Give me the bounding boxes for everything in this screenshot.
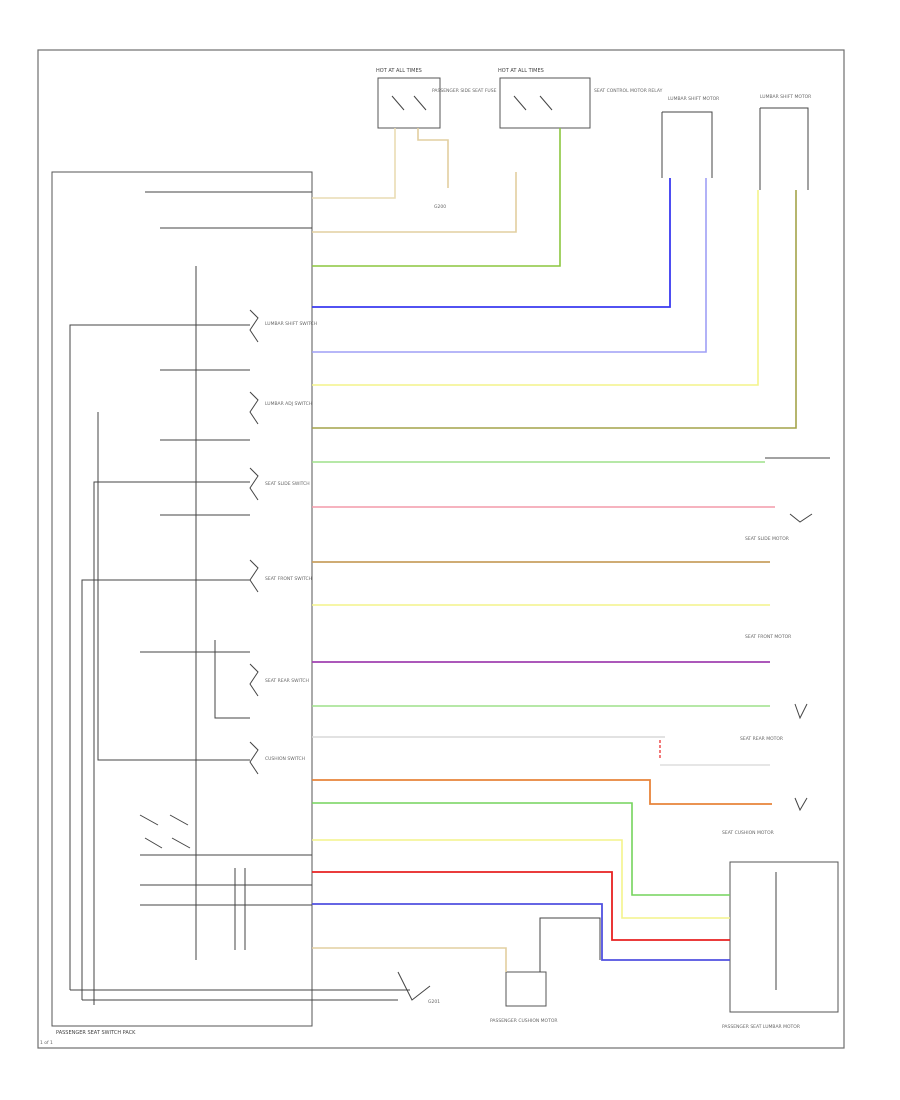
wire-cream-1 xyxy=(312,128,396,199)
top-fuse-2-label: HOT AT ALL TIMES xyxy=(498,68,544,74)
module-bus-2 xyxy=(81,579,250,1000)
switch-4-symbol xyxy=(249,559,259,593)
lumbar-motor-2-box xyxy=(759,107,809,190)
motor-1-label: LUMBAR SHIFT MOTOR xyxy=(668,96,719,102)
wire-red-1 xyxy=(312,871,730,941)
switch-4-label: SEAT FRONT SWITCH xyxy=(265,576,312,582)
switch-5-symbol xyxy=(249,663,259,697)
wire-navy-1 xyxy=(312,903,730,961)
right-1-label: SEAT SLIDE MOTOR xyxy=(745,536,789,542)
page-mark: 1 of 1 xyxy=(40,1040,53,1046)
wire-tan-2 xyxy=(312,172,517,233)
ground-1-label: G200 xyxy=(434,204,446,210)
cushion-motor-feed xyxy=(539,917,601,972)
fuse-2-desc: SEAT CONTROL MOTOR RELAY xyxy=(594,88,663,94)
fuse-2-contact-b xyxy=(539,95,553,111)
top-fuse-1-label: HOT AT ALL TIMES xyxy=(376,68,422,74)
wire-orange-1 xyxy=(312,779,772,805)
switch-8-symbol xyxy=(144,837,191,849)
fuse-1-contact-b xyxy=(413,95,427,111)
wire-tan-3 xyxy=(312,947,507,972)
fuse-box-2 xyxy=(499,77,591,129)
switch-1-symbol xyxy=(249,309,259,343)
stub-7 xyxy=(214,640,250,719)
seat-switch-pack-box xyxy=(51,171,313,1027)
switch-2-label: LUMBAR ADJ SWITCH xyxy=(265,401,312,407)
wire-blue-1 xyxy=(312,178,671,308)
wire-tan-fuse-ground xyxy=(417,128,449,188)
right-3-label: SEAT REAR MOTOR xyxy=(740,736,783,742)
module-bus-5 xyxy=(97,412,250,761)
fuse-1-desc: PASSENGER SIDE SEAT FUSE xyxy=(432,88,497,94)
cushion-motor-box xyxy=(505,971,547,1007)
switch-1-label: LUMBAR SHIFT SWITCH xyxy=(265,321,317,327)
fuse-2-contact-a xyxy=(513,95,527,111)
wire-brightgreen-1 xyxy=(312,802,730,896)
motor-2-label: LUMBAR SHIFT MOTOR xyxy=(760,94,811,100)
right-2-label: SEAT FRONT MOTOR xyxy=(745,634,791,640)
main-module-label: PASSENGER SEAT SWITCH PACK xyxy=(56,1030,136,1036)
right-connector-3 xyxy=(794,703,808,720)
wire-yellow-1 xyxy=(312,190,759,386)
wire-lightblue-1 xyxy=(312,178,707,353)
right-connector-2 xyxy=(789,513,813,523)
switch-6-label: CUSHION SWITCH xyxy=(265,756,305,762)
wire-green-1 xyxy=(312,128,561,267)
ground-fork xyxy=(397,971,431,1001)
fuse-1-contact-a xyxy=(391,95,405,111)
right-connector-4 xyxy=(794,797,808,812)
bottom-right-label: PASSENGER SEAT LUMBAR MOTOR xyxy=(722,1024,800,1030)
switch-6-symbol xyxy=(249,741,259,775)
switch-5-label: SEAT REAR SWITCH xyxy=(265,678,309,684)
switch-7-symbol xyxy=(139,814,189,826)
wire-olive-1 xyxy=(312,190,797,429)
switch-3-label: SEAT SLIDE SWITCH xyxy=(265,481,310,487)
module-bus-3 xyxy=(93,481,250,1005)
diagram-frame xyxy=(37,49,845,1049)
module-bus-1 xyxy=(69,324,250,990)
fuse-box-1 xyxy=(377,77,441,129)
bottom-motor-label: PASSENGER CUSHION MOTOR xyxy=(490,1018,558,1024)
bottom-ground-label: G201 xyxy=(428,999,440,1005)
lumbar-motor-1-box xyxy=(661,111,713,178)
wire-yellow-3 xyxy=(312,839,730,919)
switch-2-symbol xyxy=(249,391,259,425)
switch-3-symbol xyxy=(249,467,259,501)
right-4-label: SEAT CUSHION MOTOR xyxy=(722,830,774,836)
bottom-right-motor-box xyxy=(729,861,839,1013)
